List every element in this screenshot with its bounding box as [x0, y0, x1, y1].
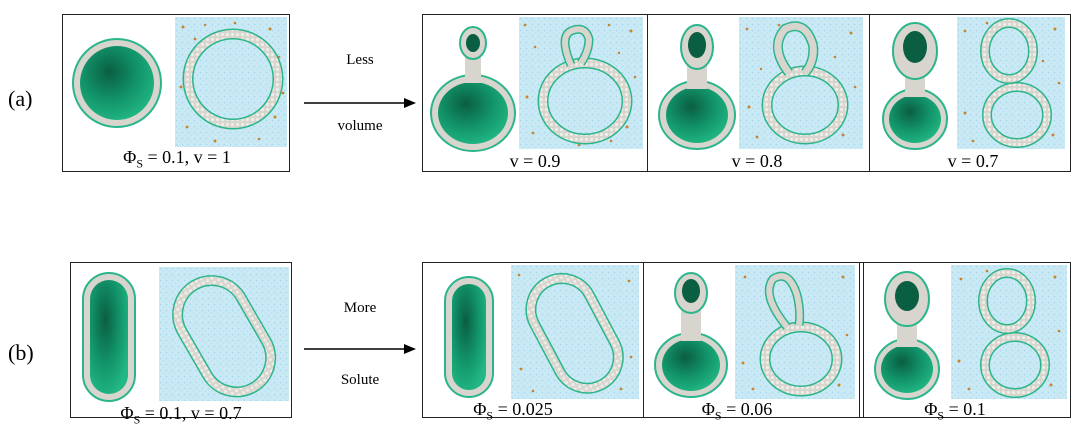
panel-divider	[863, 263, 864, 417]
row-a-results-panel: v = 0.9 v = 0.8	[422, 14, 1071, 172]
vesicle-3d-render	[882, 22, 948, 150]
vesicle-3d-render	[874, 271, 940, 400]
panel-divider	[647, 15, 648, 171]
row-b-initial-caption: ΦS = 0.1, v = 0.7	[120, 403, 242, 427]
vesicle-cross-section	[951, 265, 1067, 399]
vesicle-cross-section	[957, 17, 1065, 149]
panel-caption: ΦS = 0.1	[924, 399, 986, 423]
vesicle-3d-render	[658, 24, 736, 150]
row-a-initial-panel: ΦS = 0.1, v = 1	[62, 14, 290, 172]
vesicle-cross-section	[739, 17, 863, 149]
panel-caption: v = 0.9	[509, 151, 561, 171]
row-b-arrow	[304, 344, 416, 354]
vesicle-cross-section	[175, 17, 287, 147]
vesicle-cross-section	[735, 265, 855, 399]
panel-divider	[869, 15, 870, 171]
row-a-initial-caption: ΦS = 0.1, v = 1	[123, 147, 231, 171]
row-a-label: (a)	[8, 86, 33, 111]
panel-caption: v = 0.7	[947, 151, 999, 171]
vesicle-cross-section	[519, 17, 643, 149]
panel-divider	[643, 263, 644, 417]
vesicle-3d-render	[82, 272, 136, 402]
row-a-arrow-bottom-label: volume	[337, 118, 383, 134]
vesicle-3d-render	[654, 272, 728, 398]
vesicle-3d-render	[72, 38, 162, 128]
row-b-results-panel: ΦS = 0.025 ΦS = 0.06	[422, 262, 1071, 423]
vesicle-3d-render	[430, 26, 516, 152]
row-b-label: (b)	[8, 340, 34, 365]
row-a-arrow	[304, 98, 416, 108]
panel-caption: v = 0.8	[731, 151, 783, 171]
vesicle-3d-render	[444, 276, 494, 398]
panel-caption: ΦS = 0.06	[701, 399, 773, 423]
panel-caption: ΦS = 0.025	[473, 399, 553, 423]
vesicle-cross-section	[159, 267, 289, 401]
row-a-arrow-top-label: Less	[346, 52, 374, 68]
row-b-arrow-top-label: More	[343, 300, 377, 316]
vesicle-cross-section	[511, 265, 639, 399]
row-b-initial-panel: ΦS = 0.1, v = 0.7	[70, 262, 292, 427]
row-b-arrow-bottom-label: Solute	[340, 372, 380, 388]
panel-divider	[859, 263, 860, 417]
